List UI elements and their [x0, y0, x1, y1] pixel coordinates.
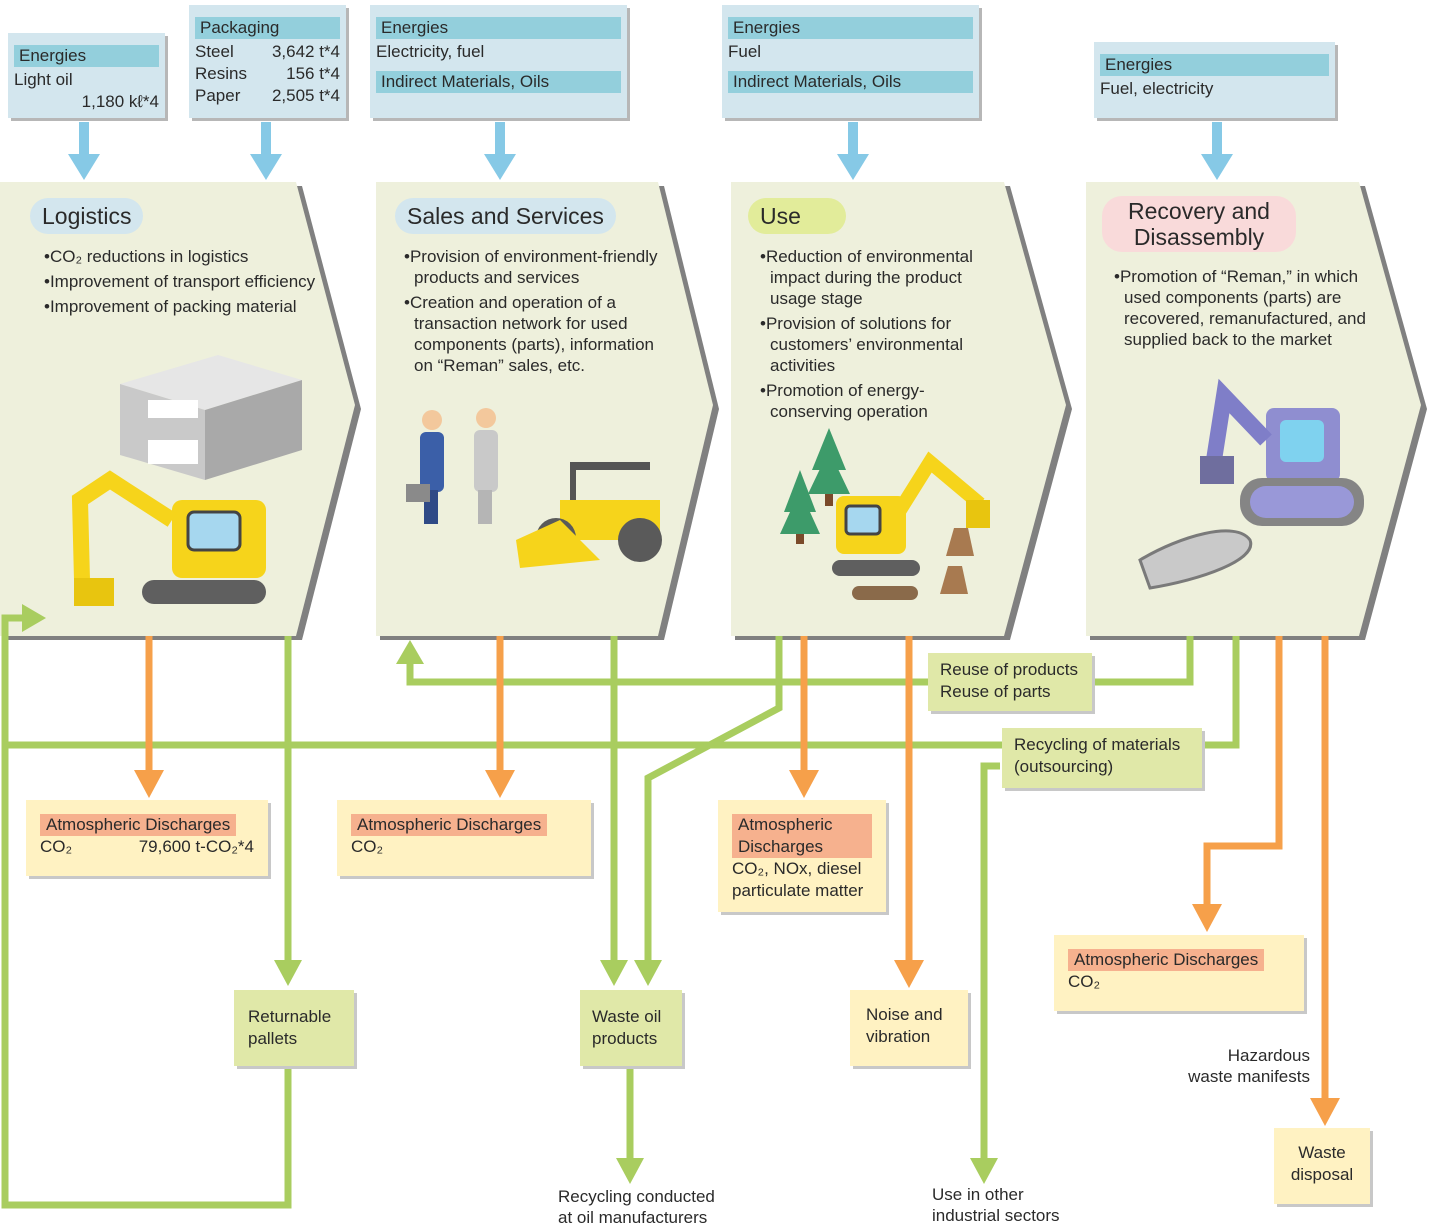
logistics-discharges-label: CO₂ — [40, 837, 73, 856]
logistics-energies-header: Energies — [14, 45, 159, 67]
use-bullet: •Provision of solutions for customers’ e… — [760, 314, 964, 375]
recovery-energies-header: Energies — [1100, 54, 1329, 76]
waste-disposal-box: Waste disposal — [1274, 1128, 1370, 1204]
sales-bullets: •Provision of environment-friendly produ… — [404, 246, 672, 380]
recycling-oil-label: Recycling conducted at oil manufacturers — [558, 1187, 715, 1227]
excavator-yellow-illustration — [71, 470, 266, 606]
sales-discharges-label: CO₂ — [351, 837, 384, 856]
use-title: Use — [748, 198, 846, 234]
packaging-row-value: 156 t*4 — [286, 64, 340, 83]
waste-oil-box: Waste oil products — [580, 990, 682, 1066]
packaging-row-value: 2,505 t*4 — [271, 86, 340, 105]
logistics-energies-box: Energies Light oil 1,180 kℓ*4 — [8, 33, 165, 118]
recovery-discharges-box: Atmospheric Discharges CO₂ — [1054, 935, 1304, 1011]
sales-energies-line1: Electricity, fuel — [376, 42, 485, 61]
logistics-bullet: •Improvement of transport efficiency — [44, 272, 316, 291]
logistics-energies-value: 1,180 kℓ*4 — [81, 92, 159, 111]
sales-title: Sales and Services — [395, 198, 616, 234]
packaging-row: Resins 156 t*4 — [195, 63, 340, 85]
excavator-use-illustration — [832, 451, 990, 600]
recovery-discharges-header: Atmospheric Discharges — [1068, 949, 1265, 971]
businessmen-illustration — [406, 408, 498, 524]
recovery-bullets: •Promotion of “Reman,” in which used com… — [1114, 266, 1370, 354]
sales-energies-box: Energies Electricity, fuel Indirect Mate… — [370, 5, 627, 118]
use-discharges-header: Atmospheric Discharges — [732, 814, 872, 858]
use-energies-line1: Fuel — [728, 42, 762, 61]
use-energies-box: Energies Fuel Indirect Materials, Oils — [722, 5, 979, 118]
logistics-discharges-header: Atmospheric Discharges — [40, 814, 237, 836]
packaging-row: Steel 3,642 t*4 — [195, 41, 340, 63]
logistics-bullet: •CO₂ reductions in logistics — [44, 247, 249, 266]
input-arrows — [68, 122, 1233, 180]
noise-box: Noise and vibration — [850, 990, 968, 1066]
logistics-discharges-value: 79,600 t-CO₂*4 — [138, 837, 254, 856]
excavator-purple-illustration — [1200, 378, 1364, 526]
reuse-box: Reuse of products Reuse of parts — [928, 653, 1092, 711]
sales-bullet: •Provision of environment-friendly produ… — [404, 247, 658, 287]
green-arrowheads — [22, 604, 998, 1184]
returnable-pallets-box: Returnable pallets — [234, 990, 354, 1066]
other-sectors-label: Use in other industrial sectors — [932, 1185, 1060, 1225]
recovery-discharges-label: CO₂ — [1068, 972, 1101, 991]
sales-bullet: •Creation and operation of a transaction… — [404, 293, 654, 375]
hazardous-label: Hazardous waste manifests — [1188, 1046, 1310, 1086]
use-bullet: •Reduction of environmental impact durin… — [760, 247, 973, 308]
sales-energies-header: Energies — [376, 17, 621, 39]
use-bullet: •Promotion of energy-conserving operatio… — [760, 381, 928, 421]
packaging-row-label: Steel — [195, 42, 234, 61]
use-materials-header: Indirect Materials, Oils — [728, 71, 973, 93]
use-energies-header: Energies — [728, 17, 973, 39]
logistics-energies-line1: Light oil — [14, 70, 73, 89]
crawler-track-illustration — [1138, 529, 1253, 590]
packaging-row-label: Resins — [195, 64, 247, 83]
sales-discharges-header: Atmospheric Discharges — [351, 814, 548, 836]
use-discharges-box: Atmospheric Discharges CO₂, NOx, diesel … — [718, 800, 886, 912]
packaging-row-value: 3,642 t*4 — [271, 42, 340, 61]
use-discharges-label: CO₂, NOx, diesel particulate matter — [732, 859, 864, 900]
logistics-discharges-row: CO₂ 79,600 t-CO₂*4 — [40, 836, 254, 858]
orange-arrowheads — [134, 770, 1340, 1126]
packaging-row-label: Paper — [195, 86, 241, 105]
packaging-row: Paper 2,505 t*4 — [195, 85, 340, 107]
logistics-bullet: •Improvement of packing material — [44, 297, 297, 316]
logistics-discharges-box: Atmospheric Discharges CO₂ 79,600 t-CO₂*… — [26, 800, 268, 876]
orange-flows — [145, 636, 1329, 1100]
packaging-box: Packaging Steel 3,642 t*4 Resins 156 t*4… — [189, 5, 346, 118]
recovery-energies-line1: Fuel, electricity — [1100, 79, 1214, 98]
wheel-loader-illustration — [516, 462, 662, 568]
recovery-energies-box: Energies Fuel, electricity — [1094, 42, 1335, 118]
sales-materials-header: Indirect Materials, Oils — [376, 71, 621, 93]
sales-discharges-box: Atmospheric Discharges CO₂ — [337, 800, 591, 876]
use-bullets: •Reduction of environmental impact durin… — [760, 246, 996, 426]
packaging-header: Packaging — [195, 17, 340, 39]
logistics-bullets: •CO₂ reductions in logistics •Improvemen… — [44, 246, 334, 321]
green-flows — [1, 614, 1240, 1209]
recycling-materials-box: Recycling of materials (outsourcing) — [1002, 728, 1202, 788]
warehouse-illustration — [120, 355, 302, 480]
trees-illustration — [780, 428, 850, 544]
recovery-title: Recovery and Disassembly — [1102, 196, 1296, 252]
recovery-bullet: •Promotion of “Reman,” in which used com… — [1114, 267, 1366, 349]
logistics-title: Logistics — [30, 198, 144, 234]
